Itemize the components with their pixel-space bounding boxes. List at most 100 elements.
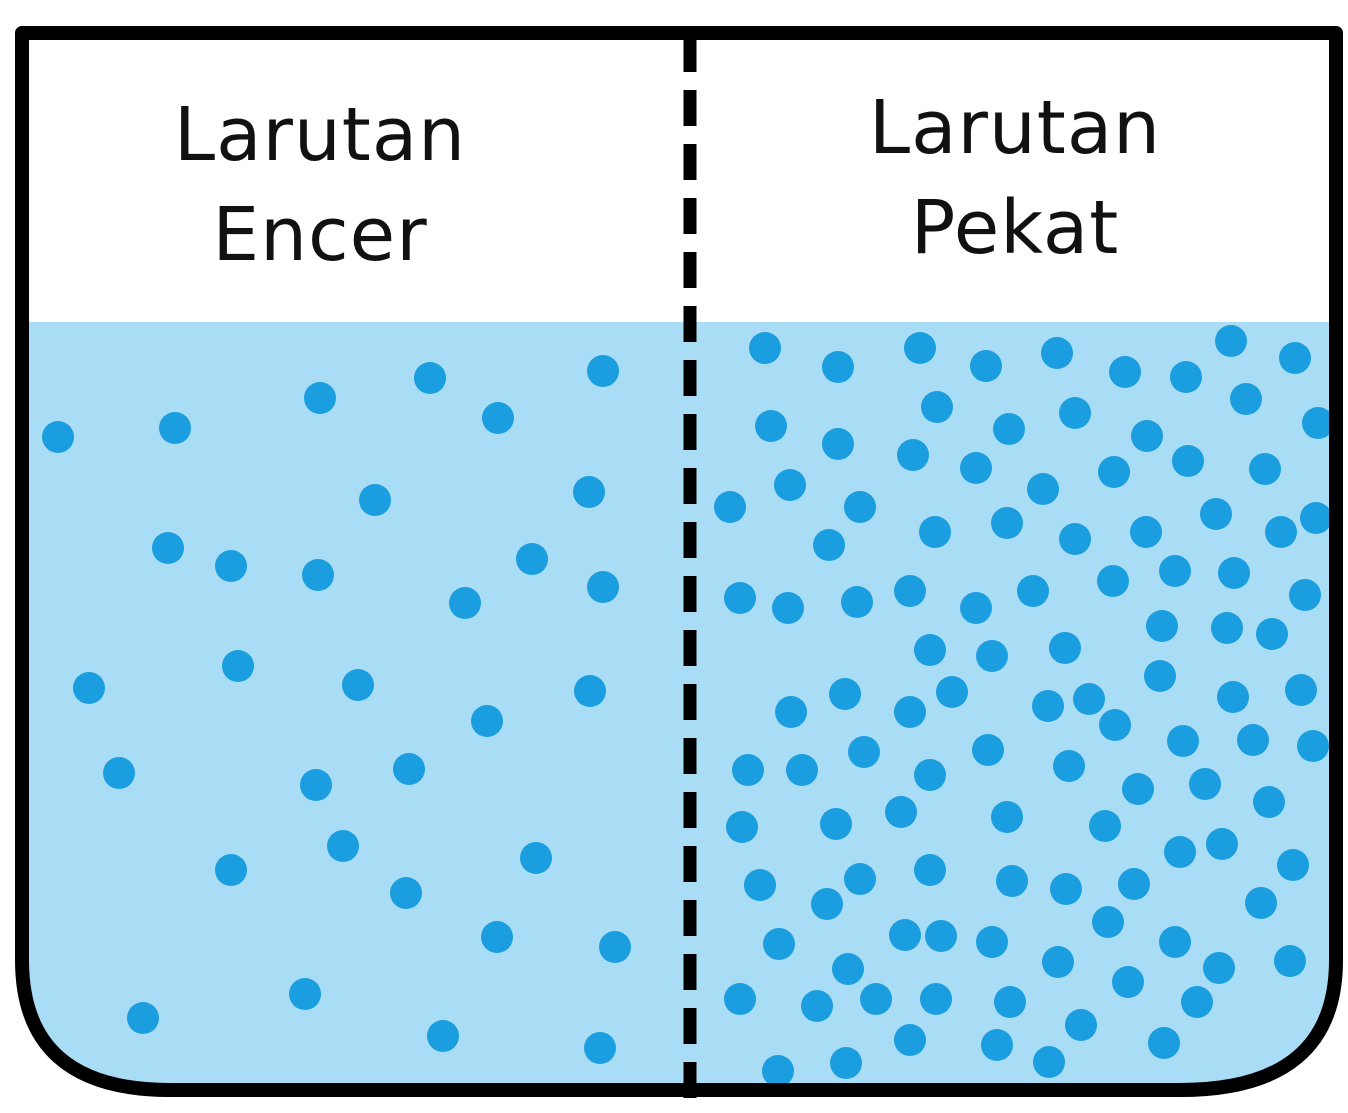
solute-particle: [801, 990, 833, 1022]
solute-particle: [1027, 473, 1059, 505]
solute-particle: [449, 587, 481, 619]
solute-particle: [1053, 750, 1085, 782]
solute-particle: [574, 675, 606, 707]
solute-particle: [1230, 383, 1262, 415]
solute-particle: [1159, 926, 1191, 958]
concentrated-label-line2: Pekat: [840, 178, 1190, 278]
solute-particle: [1253, 786, 1285, 818]
solute-particle: [42, 421, 74, 453]
solute-particle: [1144, 660, 1176, 692]
solute-particle: [822, 428, 854, 460]
solute-particle: [811, 888, 843, 920]
solute-particle: [1300, 502, 1332, 534]
solute-particle: [1059, 397, 1091, 429]
solute-particle: [1059, 523, 1091, 555]
solute-particle: [786, 754, 818, 786]
solute-particle: [482, 402, 514, 434]
solute-particle: [996, 865, 1028, 897]
solute-particle: [414, 362, 446, 394]
solute-particle: [471, 705, 503, 737]
solute-particle: [1112, 966, 1144, 998]
solute-particle: [841, 586, 873, 618]
solute-particle: [976, 926, 1008, 958]
solute-particle: [1274, 945, 1306, 977]
solute-particle: [914, 634, 946, 666]
solute-particle: [714, 491, 746, 523]
solute-particle: [936, 676, 968, 708]
solute-particle: [904, 332, 936, 364]
solute-particle: [960, 452, 992, 484]
solute-particle: [919, 516, 951, 548]
solute-particle: [584, 1032, 616, 1064]
solute-particle: [894, 1024, 926, 1056]
solute-particle: [970, 350, 1002, 382]
solute-particle: [976, 640, 1008, 672]
solute-particle: [215, 854, 247, 886]
dilute-label-line2: Encer: [150, 185, 490, 285]
solute-particle: [894, 575, 926, 607]
solute-particle: [885, 796, 917, 828]
solute-particle: [1032, 690, 1064, 722]
solute-particle: [427, 1020, 459, 1052]
solute-particle: [1203, 952, 1235, 984]
solute-particle: [1279, 342, 1311, 374]
dilute-label-line1: Larutan: [150, 85, 490, 185]
solute-particle: [832, 953, 864, 985]
solute-particle: [830, 1047, 862, 1079]
solute-particle: [925, 920, 957, 952]
solute-particle: [300, 769, 332, 801]
solute-particle: [304, 382, 336, 414]
solute-particle: [991, 507, 1023, 539]
solute-particle: [894, 696, 926, 728]
solute-particle: [775, 696, 807, 728]
solute-particle: [772, 592, 804, 624]
solute-particle: [860, 983, 892, 1015]
solute-particle: [1218, 557, 1250, 589]
solute-particle: [1297, 730, 1329, 762]
solute-particle: [1131, 420, 1163, 452]
concentrated-label-line1: Larutan: [840, 78, 1190, 178]
solute-particle: [1122, 773, 1154, 805]
solute-particle: [1249, 453, 1281, 485]
solute-particle: [1217, 681, 1249, 713]
solute-particle: [1041, 337, 1073, 369]
solute-particle: [744, 869, 776, 901]
solute-particle: [1170, 361, 1202, 393]
solute-particle: [755, 410, 787, 442]
solute-particle: [1146, 610, 1178, 642]
solute-particle: [813, 529, 845, 561]
solute-particle: [159, 412, 191, 444]
solute-particle: [920, 983, 952, 1015]
solute-particle: [1245, 887, 1277, 919]
solute-particle: [848, 736, 880, 768]
solute-particle: [302, 559, 334, 591]
solute-particle: [1042, 946, 1074, 978]
solute-particle: [820, 808, 852, 840]
solute-particle: [1098, 456, 1130, 488]
solute-particle: [1017, 575, 1049, 607]
solute-particle: [1206, 828, 1238, 860]
solute-particle: [991, 801, 1023, 833]
solute-particle: [1109, 356, 1141, 388]
solute-particle: [726, 811, 758, 843]
solute-particle: [1215, 325, 1247, 357]
solute-particle: [1089, 810, 1121, 842]
solute-particle: [1065, 1009, 1097, 1041]
solute-particle: [1118, 868, 1150, 900]
solute-particle: [587, 571, 619, 603]
solute-particle: [724, 582, 756, 614]
solute-particle: [914, 854, 946, 886]
solute-particle: [1285, 674, 1317, 706]
solute-particle: [774, 469, 806, 501]
solute-particle: [844, 863, 876, 895]
solute-particle: [1099, 709, 1131, 741]
solute-particle: [1130, 516, 1162, 548]
solute-particle: [822, 351, 854, 383]
solute-particle: [1159, 555, 1191, 587]
dilute-solution-label: Larutan Encer: [150, 85, 490, 285]
solute-particle: [762, 1055, 794, 1087]
solute-particle: [1073, 683, 1105, 715]
solute-particle: [1172, 445, 1204, 477]
solute-particle: [960, 592, 992, 624]
solute-particle: [1265, 516, 1297, 548]
